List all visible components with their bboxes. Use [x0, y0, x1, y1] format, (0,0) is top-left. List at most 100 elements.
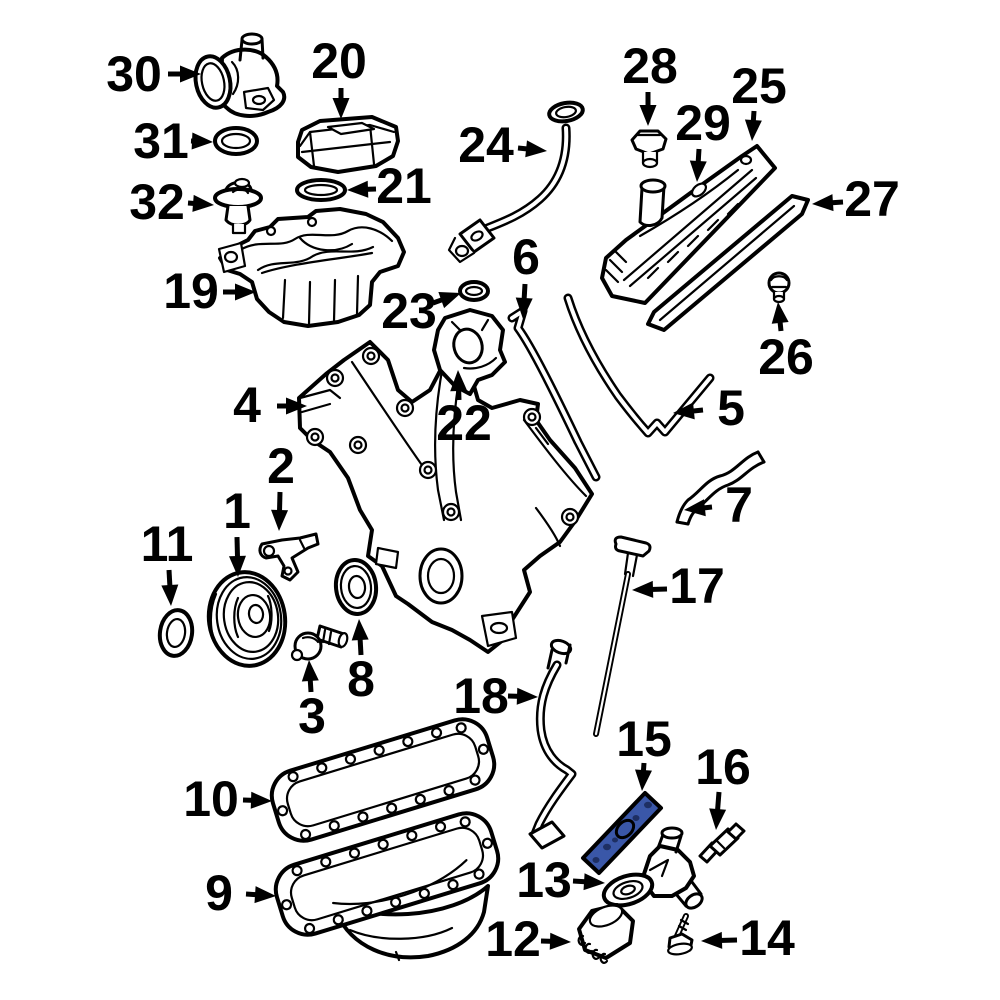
callout-number-1: 1 [223, 483, 251, 539]
part-1-crankshaft-pulley [206, 570, 288, 668]
callout-number-21: 21 [376, 158, 432, 214]
callout-leader-line [234, 536, 241, 560]
callout-arrowhead [235, 283, 256, 301]
part-30-water-outlet [193, 32, 287, 118]
callout-number-9: 9 [205, 865, 233, 921]
callout-6: 6 [512, 229, 540, 319]
callout-23: 23 [381, 283, 461, 339]
part-3-camshaft-sensor [290, 624, 349, 662]
callout-28: 28 [622, 38, 678, 126]
callout-8: 8 [347, 619, 375, 707]
callout-19: 19 [163, 263, 256, 319]
callout-arrowhead [191, 132, 213, 150]
part-25-valve-cover [600, 144, 777, 305]
callout-11: 11 [141, 516, 193, 606]
callout-arrowhead [812, 194, 834, 212]
callout-arrowhead [250, 791, 272, 809]
callout-number-7: 7 [725, 477, 753, 533]
callout-7: 7 [684, 477, 753, 533]
callout-arrowhead [180, 65, 201, 83]
callout-number-15: 15 [616, 711, 672, 767]
part-27-valve-cover-gasket [646, 194, 810, 332]
callout-leader-line [166, 569, 173, 589]
part-26-bolt [767, 271, 791, 304]
callout-arrowhead [332, 98, 350, 119]
callout-leader-line [276, 491, 283, 514]
callout-14: 14 [701, 910, 795, 966]
callout-arrowhead [701, 931, 723, 949]
callout-arrowhead [271, 509, 289, 531]
callout-number-16: 16 [695, 739, 751, 795]
callout-leader-line [718, 937, 738, 943]
callout-5: 5 [673, 380, 745, 436]
callout-number-3: 3 [298, 688, 326, 744]
part-5-tube [563, 293, 715, 438]
callout-arrowhead [525, 140, 547, 158]
callout-arrowhead [684, 499, 706, 517]
callout-number-27: 27 [844, 171, 900, 227]
part-15-adapter-gasket-highlighted [581, 791, 663, 875]
callout-arrowhead [286, 397, 307, 415]
part-20-cover [296, 115, 400, 174]
callout-arrowhead [689, 160, 707, 182]
callout-10: 10 [183, 771, 272, 827]
callout-21: 21 [347, 158, 432, 214]
part-19-intake-manifold [217, 207, 406, 328]
callout-32: 32 [129, 174, 214, 230]
callout-arrowhead [192, 194, 214, 212]
part-11-seal [157, 608, 195, 658]
callout-31: 31 [133, 113, 213, 169]
part-21-gasket [295, 178, 347, 202]
callout-arrowhead [515, 297, 533, 319]
part-17-dipstick [593, 535, 652, 737]
callout-arrowhead [351, 619, 369, 641]
callout-number-22: 22 [436, 395, 492, 451]
callout-4: 4 [233, 377, 307, 433]
callout-30: 30 [106, 46, 201, 102]
part-7-gasket [675, 450, 766, 526]
callout-arrowhead [771, 302, 789, 324]
callout-3: 3 [298, 660, 326, 744]
part-24-filler-tube [447, 100, 585, 264]
callout-20: 20 [311, 33, 367, 119]
callout-1: 1 [223, 483, 251, 577]
part-28-cap [630, 129, 668, 169]
part-31-o-ring [213, 126, 259, 156]
callout-arrowhead [161, 584, 179, 606]
callout-13: 13 [516, 852, 605, 908]
part-23-o-ring [458, 280, 490, 302]
callout-number-26: 26 [758, 329, 814, 385]
callout-number-23: 23 [381, 283, 437, 339]
bolt-bosses [305, 346, 580, 527]
part-22-oil-pump [432, 308, 507, 396]
callout-leader-line [714, 791, 722, 813]
callout-number-2: 2 [267, 438, 295, 494]
part-14-bolt [667, 913, 694, 956]
callout-number-20: 20 [311, 33, 367, 89]
callout-number-28: 28 [622, 38, 678, 94]
callout-arrowhead [709, 808, 727, 830]
callout-number-24: 24 [458, 117, 514, 173]
callout-arrowhead [673, 402, 695, 420]
callout-arrowhead [639, 105, 657, 126]
parts-illustrations [157, 32, 810, 964]
callout-number-32: 32 [129, 174, 185, 230]
callout-arrowhead [301, 660, 319, 682]
callout-arrowhead [438, 292, 461, 309]
callout-29: 29 [675, 95, 731, 182]
callout-17: 17 [632, 558, 725, 614]
callout-number-14: 14 [739, 910, 795, 966]
part-8-seal [333, 558, 379, 616]
callout-arrowhead [254, 886, 276, 904]
callout-number-18: 18 [453, 668, 509, 724]
callout-24: 24 [458, 117, 547, 173]
callout-number-5: 5 [717, 380, 745, 436]
callout-arrowhead [744, 119, 762, 141]
part-9-oil-pan [273, 811, 501, 962]
part-16-sensor [698, 822, 746, 864]
callout-arrowhead [635, 769, 652, 791]
callout-15: 15 [616, 711, 672, 791]
part-2-bracket [258, 532, 320, 582]
